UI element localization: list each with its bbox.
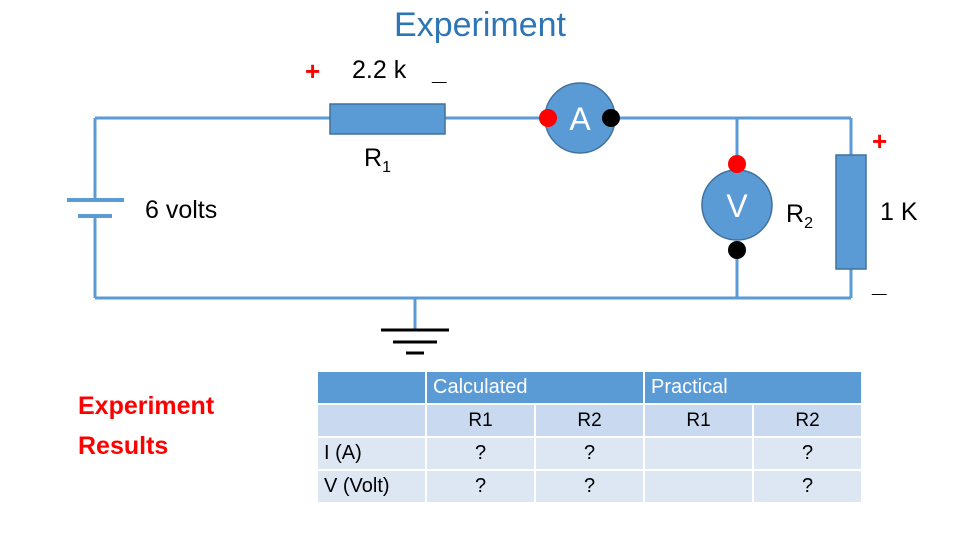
r1-subscript: 1 [382,159,391,176]
table-row: V (Volt) ? ? ? [316,469,863,504]
wires [93,116,853,330]
r1-plus-sign: + [305,56,321,86]
ammeter-negative-terminal [602,109,620,127]
table-cell [643,436,754,471]
table-cell: ? [425,469,536,504]
voltmeter-symbol: V [726,188,748,224]
resistor-r1 [329,103,446,135]
r1-label: R1 [364,144,391,177]
r2-minus-sign: _ [872,268,887,298]
table-subheader-row: R1 R2 R1 R2 [316,403,863,438]
r1-value-label: 2.2 k [352,56,407,84]
row-label-voltage: V (Volt) [316,469,427,504]
subheader-calc-r2: R2 [534,403,645,438]
ammeter-symbol: A [569,101,591,137]
table-group-header-row: Calculated Practical [316,370,863,405]
ammeter: A [539,82,620,154]
table-cell [643,469,754,504]
group-header-calculated: Calculated [425,370,645,405]
experiment-results-label: Experiment Results [78,386,214,466]
page-title: Experiment [394,6,566,44]
ammeter-positive-terminal [539,109,557,127]
results-table: Calculated Practical R1 R2 R1 R2 I (A) ?… [316,370,863,504]
r1-minus-sign: _ [432,56,447,86]
subheader-empty [316,403,427,438]
ground-symbol [381,328,449,355]
table-cell: ? [534,436,645,471]
voltmeter: V [701,155,773,259]
table-row: I (A) ? ? ? [316,436,863,471]
r1-name: R [364,144,383,172]
results-label-line1: Experiment [78,392,215,420]
subheader-prac-r2: R2 [752,403,863,438]
voltmeter-negative-terminal [728,241,746,259]
r2-label: R2 [786,200,813,233]
r2-plus-sign: + [872,126,888,156]
table-cell: ? [752,469,863,504]
table-cell: ? [425,436,536,471]
subheader-prac-r1: R1 [643,403,754,438]
row-label-current: I (A) [316,436,427,471]
table-cell: ? [534,469,645,504]
group-header-practical: Practical [643,370,863,405]
battery-label: 6 volts [145,196,218,224]
voltmeter-positive-terminal [728,155,746,173]
r2-value-label: 1 K [880,198,918,226]
battery-symbol [67,198,124,218]
group-header-empty [316,370,427,405]
results-label-line2: Results [78,432,169,460]
r2-subscript: 2 [804,215,813,232]
r2-name: R [786,200,805,228]
resistor-r2 [835,154,867,270]
subheader-calc-r1: R1 [425,403,536,438]
table-cell: ? [752,436,863,471]
